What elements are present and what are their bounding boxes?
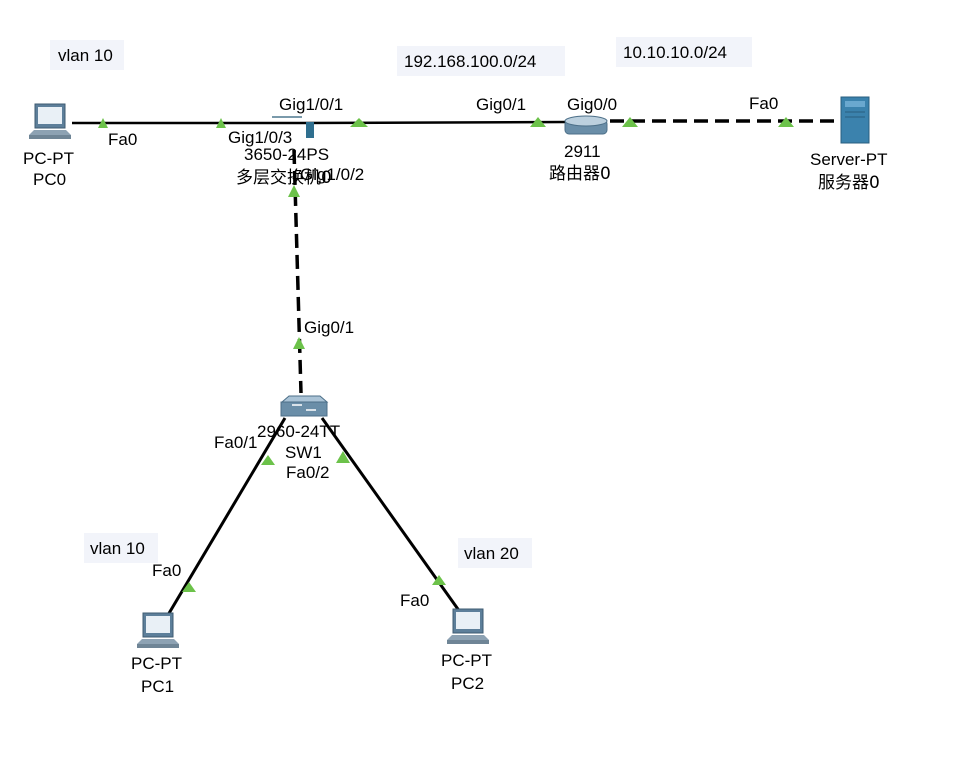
note-background (458, 538, 532, 568)
port-up-indicator-gig103 (216, 118, 226, 128)
port-label-router-gig00: Gig0/0 (567, 95, 617, 114)
device-name-label: SW1 (285, 443, 322, 462)
device-model-label: PC-PT (441, 651, 492, 670)
device-name-label: 路由器0 (549, 164, 611, 184)
device-model-label: 2911 (564, 142, 601, 161)
port-label-pc0-fa0: Fa0 (108, 130, 137, 149)
device-name-label: 服务器0 (818, 173, 880, 193)
switch-icon (280, 395, 329, 417)
port-up-indicator-pc1-fa0 (182, 582, 196, 592)
note-text: 192.168.100.0/24 (404, 52, 536, 71)
note-background (50, 40, 124, 70)
port-label-sw1-fa02: Fa0/2 (286, 463, 329, 482)
port-label-sw1-fa01: Fa0/1 (214, 433, 257, 452)
multilayer-switch-icon (272, 116, 314, 138)
device-pc2[interactable]: PC-PT PC2 (441, 608, 492, 693)
note-vlan-pc2[interactable]: vlan 20 (458, 538, 532, 568)
note-text: vlan 10 (90, 539, 145, 558)
note-background (616, 37, 752, 67)
device-multilayer-switch[interactable]: 3650-24PS 多层交换机0 (236, 116, 332, 188)
device-model-label: PC-PT (131, 654, 182, 673)
port-label-sw1-gig01: Gig0/1 (304, 318, 354, 337)
port-up-indicator-fa02 (336, 451, 350, 463)
pc-icon (29, 103, 71, 139)
device-model-label: 3650-24PS (244, 145, 329, 164)
device-pc0[interactable]: PC-PT PC0 (23, 103, 74, 189)
server-icon (840, 96, 870, 144)
port-up-indicator-fa01 (261, 455, 275, 465)
device-model-label: 2960-24TT (257, 422, 340, 441)
port-label-gig103: Gig1/0/3 (228, 128, 292, 147)
note-text: 10.10.10.0/24 (623, 43, 727, 62)
port-up-indicator-sw1-gig01 (293, 337, 305, 349)
port-labels: Fa0 Gig1/0/3 Gig1/0/1 Gig1/0/2 Gig0/1 Gi… (108, 94, 778, 610)
note-text: vlan 20 (464, 544, 519, 563)
port-label-gig101: Gig1/0/1 (279, 95, 343, 114)
link-multilayer-router[interactable] (299, 120, 569, 125)
links (72, 119, 838, 621)
device-model-label: Server-PT (810, 150, 887, 169)
port-up-indicator-pc0-fa0 (98, 118, 108, 128)
device-model-label: PC-PT (23, 149, 74, 168)
port-up-indicator-pc2-fa0 (432, 575, 446, 585)
port-label-pc2-fa0: Fa0 (400, 591, 429, 610)
pc-icon (447, 608, 489, 644)
router-icon (564, 115, 608, 135)
note-vlan-pc0[interactable]: vlan 10 (50, 40, 124, 70)
device-pc1[interactable]: PC-PT PC1 (131, 612, 182, 696)
port-label-router-gig01: Gig0/1 (476, 95, 526, 114)
note-text: vlan 10 (58, 46, 113, 65)
note-lan-network[interactable]: 192.168.100.0/24 (397, 46, 565, 76)
port-up-indicator-r-gig01 (530, 117, 546, 127)
port-up-indicator-srv-fa0 (778, 117, 794, 127)
link-sw1-pc1[interactable] (163, 417, 287, 621)
note-background (397, 46, 565, 76)
note-background (84, 533, 158, 563)
port-status-indicators (98, 117, 794, 592)
note-server-network[interactable]: 10.10.10.0/24 (616, 37, 752, 67)
device-sw1[interactable]: 2960-24TT SW1 (257, 395, 340, 462)
device-name-label: PC0 (33, 170, 66, 189)
device-name-label: 多层交换机0 (236, 168, 332, 188)
port-label-pc1-fa0: Fa0 (152, 561, 181, 580)
device-name-label: PC1 (141, 677, 174, 696)
device-name-label: PC2 (451, 674, 484, 693)
note-vlan-pc1[interactable]: vlan 10 (84, 533, 158, 563)
port-up-indicator-r-gig00 (622, 117, 638, 127)
pc-icon (137, 612, 179, 648)
port-label-server-fa0: Fa0 (749, 94, 778, 113)
device-server[interactable]: Server-PT 服务器0 (810, 96, 887, 193)
port-label-gig102: Gig1/0/2 (300, 165, 364, 184)
link-multilayer-sw1[interactable] (292, 149, 303, 394)
port-up-indicator-gig101 (350, 118, 368, 127)
device-router[interactable]: 2911 路由器0 (549, 115, 611, 184)
port-up-indicator-gig102 (288, 185, 300, 197)
